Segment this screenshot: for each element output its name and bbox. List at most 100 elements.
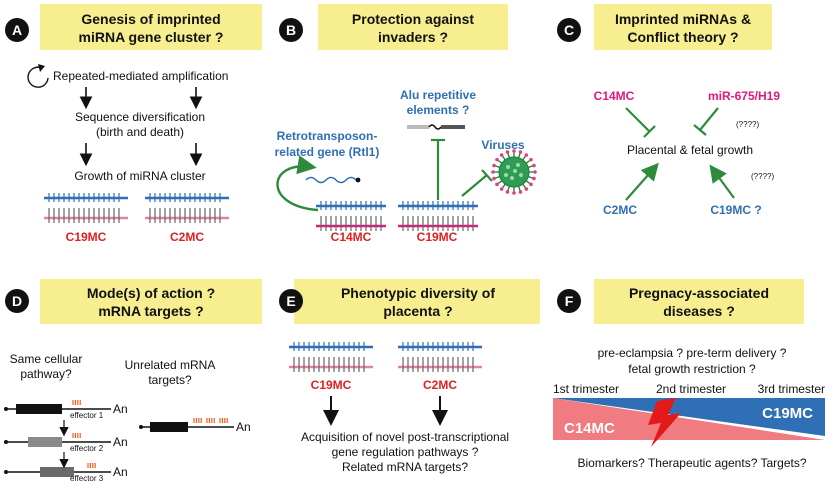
label-a-c2mc: C2MC bbox=[170, 230, 204, 244]
virus-spike-tip bbox=[505, 150, 510, 154]
an-3: An bbox=[113, 465, 128, 479]
panel-d: D Mode(s) of action ? mRNA targets ? Sam… bbox=[4, 279, 262, 483]
panel-c-title-2: Conflict theory ? bbox=[627, 29, 738, 45]
virus-spike-tip bbox=[495, 182, 499, 187]
virus-spike-tip bbox=[492, 176, 496, 181]
virus-spike-tip bbox=[524, 153, 529, 157]
mrna-cds bbox=[150, 422, 188, 432]
center-label: Placental & fetal growth bbox=[627, 143, 753, 157]
same-pathway: Same cellular bbox=[10, 352, 83, 366]
virus-spike-tip bbox=[518, 150, 523, 154]
label-b-c19mc: C19MC bbox=[417, 230, 458, 244]
disease-line-1: pre-eclampsia ? pre-term delivery ? bbox=[598, 346, 787, 360]
effector-1: effector 1 bbox=[70, 411, 104, 420]
panel-a: A Genesis of imprinted miRNA gene cluste… bbox=[5, 4, 262, 244]
inhibit-virus-bar bbox=[481, 169, 493, 182]
trimester-2: 2nd trimester bbox=[656, 382, 726, 396]
virus-spike-tip bbox=[533, 170, 537, 174]
circular-arrow-head bbox=[38, 64, 45, 72]
virus-spike-tip bbox=[529, 182, 533, 187]
virus-spike-tip bbox=[532, 163, 536, 168]
panel-c-letter: C bbox=[564, 22, 574, 38]
panel-a-title-1: Genesis of imprinted bbox=[81, 11, 220, 27]
unrelated-targets: Unrelated mRNA bbox=[125, 358, 216, 372]
panel-b-header bbox=[318, 4, 508, 50]
virus-spike-tip bbox=[518, 190, 523, 194]
virus-spike-tip bbox=[492, 163, 496, 168]
e-line-2: gene regulation pathways ? bbox=[332, 445, 479, 459]
panel-e-badge bbox=[279, 289, 303, 313]
panel-e-title-1: Phenotypic diversity of bbox=[341, 285, 495, 301]
f-bottom-line: Biomarkers? Therapeutic agents? Targets? bbox=[577, 456, 806, 470]
same-pathway-2: pathway? bbox=[20, 367, 72, 381]
panel-f-badge bbox=[557, 289, 581, 313]
arrow-c19 bbox=[709, 164, 735, 199]
virus-icon bbox=[491, 149, 537, 195]
virus-spike-tip bbox=[529, 157, 533, 162]
panel-e-letter: E bbox=[286, 293, 295, 309]
an-2: An bbox=[113, 435, 128, 449]
unrelated-targets-2: targets? bbox=[148, 373, 192, 387]
effector-2: effector 2 bbox=[70, 444, 104, 453]
panel-c-header bbox=[594, 4, 772, 50]
panel-d-badge bbox=[5, 289, 29, 313]
panel-c-badge bbox=[557, 18, 581, 42]
panel-b-title-1: Protection against bbox=[352, 11, 474, 27]
panel-d-title-1: Mode(s) of action ? bbox=[87, 285, 215, 301]
inhibit-c14 bbox=[625, 107, 651, 133]
duplex-a-c19mc bbox=[44, 193, 128, 223]
virus-spike-tip bbox=[499, 187, 504, 191]
panel-a-badge bbox=[5, 18, 29, 42]
panel-d-letter: D bbox=[12, 293, 22, 309]
viruses-label: Viruses bbox=[481, 138, 524, 152]
panel-e-title-2: placenta ? bbox=[383, 303, 452, 319]
e-line-1: Acquisition of novel post-transcriptiona… bbox=[301, 430, 509, 444]
retro-label-2: related gene (Rtl1) bbox=[275, 145, 380, 159]
inhibit-virus-line bbox=[461, 174, 488, 197]
mrna-diagrams bbox=[4, 400, 234, 477]
panel-c: C Imprinted miRNAs & Conflict theory ? C… bbox=[557, 4, 780, 217]
virus-spike-tip bbox=[495, 157, 499, 162]
step-growth: Growth of miRNA cluster bbox=[74, 169, 205, 183]
inhibit-mir bbox=[699, 107, 719, 131]
c14mc-wedge-label: C14MC bbox=[564, 420, 615, 437]
disease-line-2: fetal growth restriction ? bbox=[628, 362, 756, 376]
c19mc-wedge-label: C19MC bbox=[762, 405, 813, 422]
label-e-c19mc: C19MC bbox=[311, 378, 352, 392]
alu-label-2: elements ? bbox=[407, 103, 470, 117]
c2mc-label: C2MC bbox=[603, 203, 637, 217]
virus-spike-tip bbox=[512, 191, 516, 195]
virus-dot bbox=[513, 169, 517, 173]
virus-dot bbox=[506, 165, 510, 169]
virus-spike-tip bbox=[491, 170, 495, 174]
panel-f: F Pregnacy-associated diseases ? pre-ecl… bbox=[553, 279, 825, 470]
panel-f-title-2: diseases ? bbox=[663, 303, 735, 319]
trimester-3: 3rd trimester bbox=[758, 382, 825, 396]
virus-spike-tip bbox=[524, 187, 529, 191]
duplex-b-c19mc bbox=[398, 201, 478, 231]
step-diversification: Sequence diversification bbox=[75, 110, 205, 124]
panel-f-title-1: Pregnacy-associated bbox=[629, 285, 769, 301]
virus-spike-tip bbox=[499, 153, 504, 157]
mrna-cds bbox=[16, 404, 62, 414]
virus-dot bbox=[516, 163, 520, 167]
duplex-e-c19mc bbox=[289, 342, 373, 372]
alu-element bbox=[407, 124, 465, 130]
retro-label: Retrotransposon- bbox=[277, 129, 378, 143]
panel-e-header bbox=[294, 279, 540, 324]
virus-spike-tip bbox=[505, 190, 510, 194]
q-marks-1: (????) bbox=[736, 120, 759, 129]
mir675-label: miR-675/H19 bbox=[708, 89, 780, 103]
duplex-e-c2mc bbox=[398, 342, 482, 372]
panel-b: B Protection against invaders ? Alu repe… bbox=[275, 4, 537, 244]
panel-d-header bbox=[40, 279, 262, 324]
virus-dot bbox=[510, 176, 514, 180]
label-a-c19mc: C19MC bbox=[66, 230, 107, 244]
panel-a-letter: A bbox=[12, 22, 22, 38]
panel-b-badge bbox=[279, 18, 303, 42]
panel-a-header bbox=[40, 4, 262, 50]
c14mc-label: C14MC bbox=[594, 89, 635, 103]
virus-spike-tip bbox=[512, 149, 516, 153]
mrna-cds bbox=[28, 437, 62, 447]
alu-label: Alu repetitive bbox=[400, 88, 476, 102]
